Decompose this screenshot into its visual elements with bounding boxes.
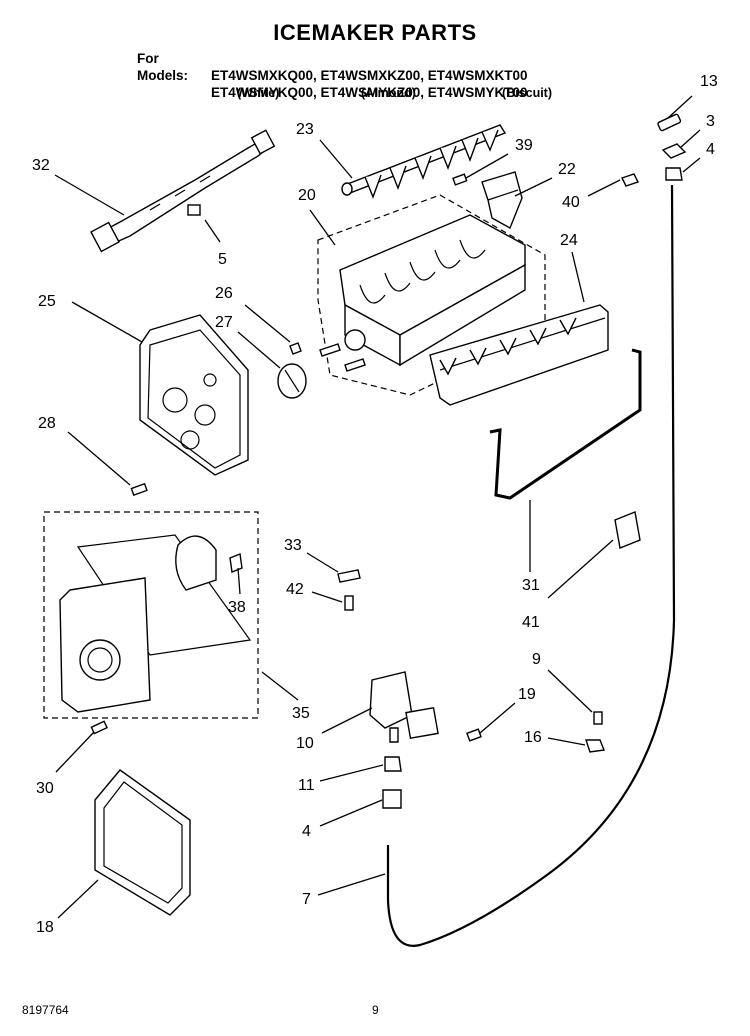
- water-valve-part: [369, 671, 482, 809]
- cover-18-part: [94, 769, 191, 916]
- mold-assembly-part: [317, 194, 546, 396]
- callout-10: 10: [296, 735, 314, 752]
- thermostat-parts: [277, 342, 307, 399]
- callout-23: 23: [296, 121, 314, 138]
- callout-31: 31: [522, 577, 540, 594]
- callout-39: 39: [515, 137, 533, 154]
- bracket-22-part: [481, 171, 523, 229]
- models-line-2: ET4WSMYKQ00, ET4WSMYKZ00, ET4WSMYKT00: [211, 85, 528, 100]
- water-tube-7-part: [386, 184, 676, 947]
- wire-guide-31-part: [489, 348, 642, 500]
- screw-28-part: [130, 482, 148, 497]
- ejector-part: [341, 124, 507, 199]
- page-title: ICEMAKER PARTS: [273, 20, 477, 45]
- callout-24: 24: [560, 232, 578, 249]
- callout-25: 25: [38, 293, 56, 310]
- ice-stripper-part: [429, 304, 609, 406]
- callout-26: 26: [215, 285, 233, 302]
- callout-4a: 4: [706, 141, 715, 158]
- callout-9: 9: [532, 651, 541, 668]
- callout-27: 27: [215, 314, 233, 331]
- callout-41: 41: [522, 614, 540, 631]
- callout-11: 11: [298, 777, 315, 794]
- clip-41-part: [614, 511, 641, 549]
- small-bracket-parts: [337, 569, 361, 611]
- motor-assembly-part: [43, 511, 259, 719]
- screw-39-part: [452, 173, 468, 186]
- callout-28: 28: [38, 415, 56, 432]
- models-line-1: ET4WSMXKQ00, ET4WSMXKZ00, ET4WSMXKT00: [211, 68, 528, 83]
- tube-clamp-parts: [585, 711, 605, 753]
- models-prefix: For Models:: [137, 51, 189, 83]
- callout-22: 22: [558, 161, 576, 178]
- document-number: 8197764: [22, 1003, 69, 1017]
- callout-30: 30: [36, 780, 54, 797]
- callout-7: 7: [302, 891, 311, 908]
- callout-18: 18: [36, 919, 54, 936]
- callout-19: 19: [518, 686, 536, 703]
- callout-20: 20: [298, 187, 316, 204]
- wire-harness-part: [90, 129, 276, 253]
- housing-25-part: [139, 314, 249, 476]
- screw-30-part: [90, 720, 108, 735]
- color-biscuit: (Biscuit): [502, 86, 552, 100]
- callout-35: 35: [292, 705, 310, 722]
- leader-lines: [54, 95, 701, 919]
- model-list: For Models: ET4WSMXKQ00, ET4WSMXKZ00, ET4…: [137, 50, 528, 101]
- page-number: 9: [372, 1003, 379, 1017]
- callout-3: 3: [706, 113, 715, 130]
- callout-33: 33: [284, 537, 302, 554]
- color-almond: (Almond): [361, 86, 416, 100]
- callout-32: 32: [32, 157, 50, 174]
- callout-40: 40: [562, 194, 580, 211]
- callout-13: 13: [700, 73, 718, 90]
- callout-5: 5: [218, 251, 227, 268]
- color-white: (White): [237, 86, 280, 100]
- water-fitting-parts: [621, 113, 687, 187]
- callout-38: 38: [228, 599, 246, 616]
- callout-4b: 4: [302, 823, 311, 840]
- callout-42: 42: [286, 581, 304, 598]
- callout-16: 16: [524, 729, 542, 746]
